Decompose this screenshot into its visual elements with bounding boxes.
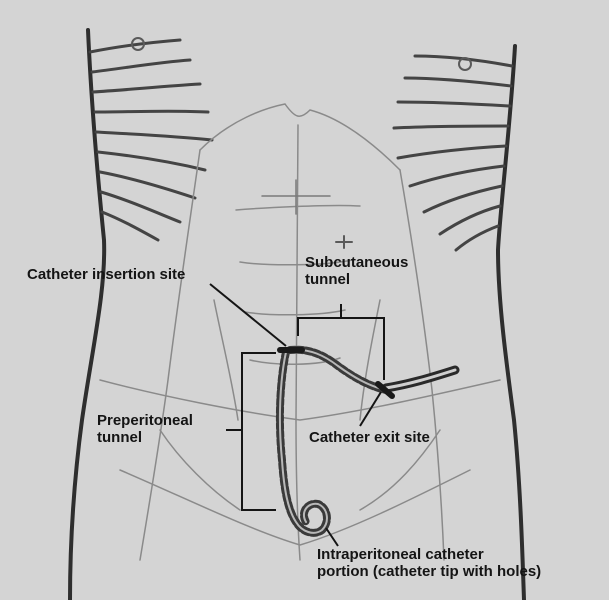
insertion-site-leader bbox=[209, 283, 287, 347]
left-nipple bbox=[131, 37, 145, 51]
nipples bbox=[131, 37, 472, 71]
label-catheter-exit-site: Catheter exit site bbox=[309, 429, 430, 446]
annotations bbox=[209, 283, 385, 547]
left-rib-cage bbox=[88, 38, 214, 242]
right-nipple bbox=[458, 57, 472, 71]
catheter-inner bbox=[278, 351, 328, 534]
preperitoneal-bracket bbox=[241, 352, 276, 511]
label-preperitoneal-tunnel: Preperitoneal tunnel bbox=[97, 412, 193, 446]
label-subcutaneous-tunnel: Subcutaneous tunnel bbox=[305, 254, 408, 288]
right-rib-cage bbox=[392, 54, 514, 252]
right-flank bbox=[495, 44, 526, 600]
catheter bbox=[275, 345, 460, 537]
label-preperitoneal-line1: Preperitoneal bbox=[97, 412, 193, 429]
catheter-tunnel-inner bbox=[289, 348, 387, 391]
label-catheter-insertion-site: Catheter insertion site bbox=[27, 266, 186, 283]
catheter-cuff-exit bbox=[375, 381, 395, 399]
exit-site-leader bbox=[359, 391, 382, 427]
catheter-tunnel-segment bbox=[286, 345, 390, 394]
label-preperitoneal-line2: tunnel bbox=[97, 429, 142, 446]
label-subcutaneous-line2: tunnel bbox=[305, 271, 350, 288]
label-subcutaneous-line1: Subcutaneous bbox=[305, 254, 409, 271]
intraperitoneal-leader bbox=[325, 527, 339, 547]
abdominal-sketch bbox=[99, 103, 501, 561]
label-intraperitoneal-portion: Intraperitoneal catheter portion (cathet… bbox=[317, 546, 541, 580]
torso-outline bbox=[68, 28, 526, 600]
catheter-external-inner bbox=[384, 368, 457, 390]
label-intraperitoneal-line1: Intraperitoneal catheter bbox=[317, 546, 484, 563]
label-intraperitoneal-line2: portion (catheter tip with holes) bbox=[317, 563, 542, 580]
left-flank bbox=[68, 28, 107, 600]
